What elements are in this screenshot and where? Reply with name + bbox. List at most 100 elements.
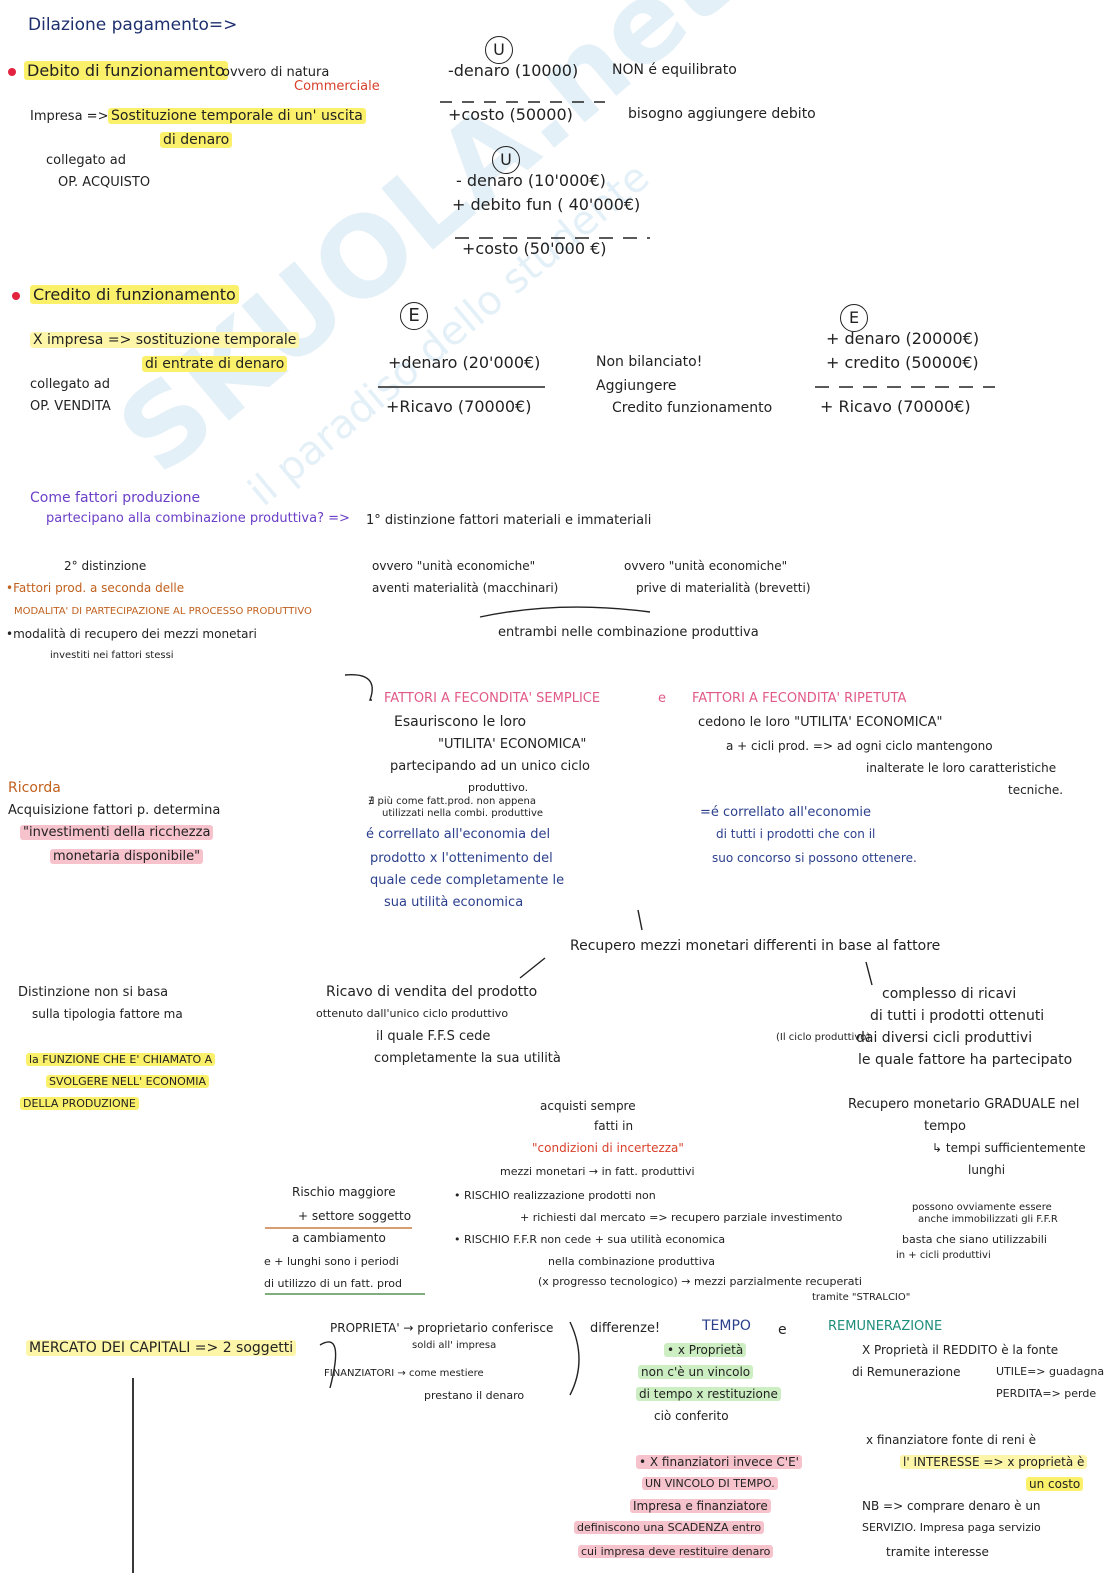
- debito-circle-1: U: [485, 36, 513, 64]
- credito-heading: Credito di funzionamento: [30, 285, 239, 304]
- mercato-remunerazione: REMUNERAZIONE: [828, 1319, 943, 1334]
- debito-collegato-1: collegato ad: [46, 153, 126, 168]
- graduale-3: ↳ tempi sufficientemente: [932, 1141, 1086, 1155]
- graduale-5: possono ovviamente essere: [912, 1202, 1052, 1213]
- tempo-9: cui impresa deve restituire denaro: [578, 1545, 774, 1559]
- graduale-2: tempo: [924, 1119, 966, 1134]
- remun-3: UTILE=> guadagna: [996, 1365, 1105, 1378]
- credito-row-4: + credito (50000€): [826, 353, 979, 372]
- credito-row-3: + denaro (20000€): [826, 329, 980, 348]
- credito-collegato-1: collegato ad: [30, 377, 110, 392]
- tempo-1: • x Proprietà: [664, 1343, 747, 1358]
- credito-circle-2: E: [840, 304, 868, 332]
- debito-bisogno: bisogno aggiungere debito: [628, 106, 816, 122]
- graduale-7: basta che siano utilizzabili: [902, 1233, 1047, 1246]
- complesso-5: le quale fattore ha partecipato: [858, 1052, 1073, 1068]
- complesso-1: complesso di ricavi: [882, 986, 1017, 1002]
- distinzione-3: la FUNZIONE CHE E' CHIAMATO A: [26, 1053, 216, 1067]
- credito-aggiungere: Aggiungere: [596, 378, 677, 394]
- debito-non-equilibrato: NON é equilibrato: [612, 62, 737, 78]
- tempo-3: di tempo x restituzione: [636, 1387, 781, 1402]
- distinzione-4: SVOLGERE NELL' ECONOMIA: [46, 1075, 210, 1089]
- semplice-8: prodotto x l'ottenimento del: [370, 851, 553, 866]
- mercato-e: e: [778, 1322, 787, 1338]
- bullet-dot: [8, 68, 16, 76]
- mercato-heading: MERCATO DEI CAPITALI => 2 soggetti: [26, 1340, 297, 1356]
- debito-row-5: +costo (50'000 €): [462, 239, 607, 258]
- fattori-immateriali-2: prive di materialità (brevetti): [636, 581, 811, 595]
- credito-collegato-2: OP. VENDITA: [30, 399, 111, 414]
- semplice-2: "UTILITA' ECONOMICA": [438, 737, 587, 752]
- credito-impresa-1: X impresa => sostituzione temporale: [30, 332, 300, 348]
- ricorda-3: monetaria disponibile": [50, 849, 204, 865]
- debito-circle-2: U: [492, 146, 520, 174]
- semplice-6: utilizzati nella combi. produttive: [382, 808, 544, 819]
- ripetuta-5: =é correllato all'economie: [700, 805, 871, 820]
- remun-1: X Proprietà il REDDITO è la fonte: [862, 1343, 1059, 1357]
- rischio-r-2: + richiesti dal mercato => recupero parz…: [520, 1211, 843, 1224]
- tempo-5: • X finanziatori invece C'E': [636, 1455, 802, 1470]
- acquisti-4: mezzi monetari → in fatt. produttivi: [500, 1165, 695, 1178]
- remun-5: x finanziatore fonte di reni è: [866, 1433, 1036, 1447]
- mercato-proprieta-2: soldi all' impresa: [412, 1340, 497, 1351]
- fattori-distinzione-1: 1° distinzione fattori materiali e immat…: [366, 513, 652, 528]
- fattori-materiali-1: ovvero "unità economiche": [372, 559, 536, 573]
- remun-4: PERDITA=> perde: [996, 1387, 1097, 1400]
- ripetuta-2: a + cicli prod. => ad ogni ciclo manteng…: [726, 739, 993, 753]
- ripetuta-4: tecniche.: [1008, 783, 1064, 797]
- debito-row-4: + debito fun ( 40'000€): [452, 195, 641, 214]
- recupero-heading: Recupero mezzi monetari differenti in ba…: [570, 938, 941, 954]
- credito-row-5: + Ricavo (70000€): [820, 397, 971, 416]
- debito-collegato-2: OP. ACQUISTO: [58, 175, 151, 190]
- ricorda-1: Acquisizione fattori p. determina: [8, 803, 221, 818]
- ricavo-2: ottenuto dall'unico ciclo produttivo: [316, 1007, 509, 1020]
- debito-impresa: Impresa =>: [30, 109, 109, 124]
- debito-row-3: - denaro (10'000€): [456, 171, 606, 190]
- complesso-4: dai diversi cicli produttivi: [856, 1030, 1033, 1046]
- remun-8: NB => comprare denaro è un: [862, 1499, 1041, 1513]
- distinzione-5: DELLA PRODUZIONE: [20, 1097, 139, 1111]
- rischio-f-4: tramite "STRALCIO": [812, 1292, 911, 1303]
- graduale-4: lunghi: [968, 1163, 1006, 1177]
- tempo-6: UN VINCOLO DI TEMPO.: [642, 1477, 778, 1491]
- debito-sostituzione-1: Sostituzione temporale di un' uscita: [108, 108, 366, 124]
- remun-10: tramite interesse: [886, 1545, 989, 1559]
- fattori-fp-1: •Fattori prod. a seconda delle: [6, 581, 185, 595]
- credito-impresa-2: di entrate di denaro: [142, 356, 288, 372]
- fattori-domanda-1: Come fattori produzione: [30, 490, 201, 506]
- mercato-differenze: differenze!: [590, 1321, 661, 1336]
- debito-row-1: -denaro (10000): [448, 61, 579, 80]
- ricavo-3: il quale F.F.S cede: [376, 1029, 491, 1044]
- semplice-1: Esauriscono le loro: [394, 714, 527, 730]
- semplice-4: produttivo.: [468, 781, 529, 794]
- ripetuta-7: suo concorso si possono ottenere.: [712, 851, 917, 865]
- page-title: Dilazione pagamento=>: [28, 15, 238, 35]
- semplice-5: ∄ più come fatt.prod. non appena: [368, 796, 536, 807]
- ricorda-label: Ricorda: [8, 780, 61, 796]
- rischio-r-1: • RISCHIO realizzazione prodotti non: [454, 1189, 656, 1202]
- credito-row-1: +denaro (20'000€): [388, 353, 541, 372]
- maggiore-3: a cambiamento: [292, 1231, 386, 1245]
- semplice-10: sua utilità economica: [384, 895, 524, 910]
- graduale-6: anche immobilizzati gli F.F.R: [918, 1214, 1058, 1225]
- debito-sostituzione-2: di denaro: [160, 132, 233, 148]
- debito-heading: Debito di funzionamento: [24, 61, 228, 80]
- ricorda-2: "investimenti della ricchezza: [20, 825, 214, 841]
- distinzione-1: Distinzione non si basa: [18, 985, 169, 1000]
- maggiore-4: e + lunghi sono i periodi: [264, 1255, 399, 1268]
- fattori-distinzione-2: 2° distinzione: [64, 559, 147, 573]
- fattori-entrambi: entrambi nelle combinazione produttiva: [498, 625, 759, 640]
- complesso-3: (Il ciclo produttivo): [776, 1032, 871, 1043]
- fattori-immateriali-1: ovvero "unità economiche": [624, 559, 788, 573]
- remun-9: SERVIZIO. Impresa paga servizio: [862, 1521, 1041, 1534]
- rischio-f-1: • RISCHIO F.F.R non cede + sua utilità e…: [454, 1233, 726, 1246]
- acquisti-3: "condizioni di incertezza": [532, 1141, 684, 1155]
- debito-commerciale: Commerciale: [294, 79, 380, 94]
- fattori-fp-3: •modalità di recupero dei mezzi monetari: [6, 627, 257, 641]
- bullet-dot: [12, 292, 20, 300]
- rischio-f-3: (x progresso tecnologico) → mezzi parzia…: [538, 1275, 862, 1288]
- fecondita-e: e: [658, 691, 666, 706]
- debito-row-2: +costo (50000): [448, 105, 573, 124]
- graduale-8: in + cicli produttivi: [896, 1250, 991, 1261]
- tempo-2: non c'è un vincolo: [638, 1365, 754, 1380]
